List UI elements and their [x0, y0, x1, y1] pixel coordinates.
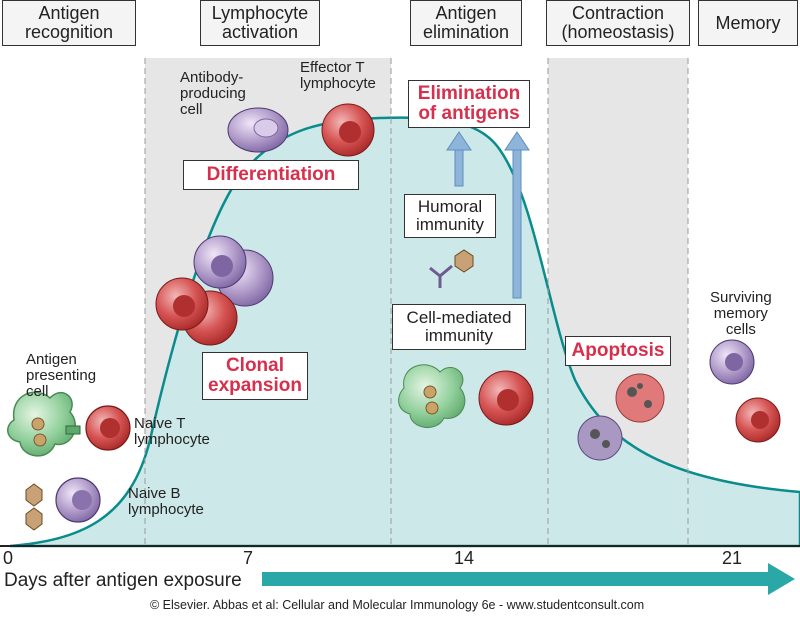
x-tick-21: 21	[722, 548, 743, 568]
label-elimination-of-antigens: Elimination of antigens	[408, 80, 530, 128]
label-antigen-presenting-cell: Antigen presenting cell	[26, 351, 97, 400]
phase-dividers	[144, 58, 689, 546]
memory-cells	[709, 339, 781, 443]
label-naive-t: Naive T lymphocyte	[134, 415, 210, 448]
naive-b-cell-icon	[25, 477, 101, 531]
x-tick-14: 14	[454, 548, 475, 568]
label-apoptosis: Apoptosis	[565, 336, 671, 366]
phase-antigen-recognition: Antigen recognition	[2, 0, 136, 46]
elimination-arrows	[446, 131, 530, 299]
time-arrow	[262, 563, 795, 595]
clonal-expansion-cells	[155, 235, 274, 346]
naive-t-cell-icon	[85, 405, 131, 451]
copyright-notice: © Elsevier. Abbas et al: Cellular and Mo…	[150, 598, 645, 612]
phase-lymphocyte-activation: Lymphocyte activation	[200, 0, 320, 46]
label-antibody-producing-cell: Antibody- producing cell	[180, 69, 246, 118]
label-surviving-memory: Surviving memory cells	[710, 289, 772, 338]
label-effector-t: Effector T lymphocyte	[300, 59, 376, 92]
phase-antigen-elimination: Antigen elimination	[410, 0, 522, 46]
phase-memory: Memory	[698, 0, 798, 46]
x-tick-0: 0	[3, 548, 14, 568]
label-cell-mediated-immunity: Cell-mediated immunity	[392, 304, 526, 350]
x-axis-title: Days after antigen exposure	[4, 570, 242, 591]
label-clonal-expansion: Clonal expansion	[202, 352, 308, 400]
label-differentiation: Differentiation	[183, 160, 359, 190]
effector-t-cell-icon	[321, 103, 375, 157]
cell-mediated-t-cell-icon	[478, 370, 534, 426]
antigen-presenting-cell-icon	[7, 391, 81, 457]
antigen-antibody-icon	[429, 249, 474, 288]
label-humoral-immunity: Humoral immunity	[404, 194, 496, 238]
antibody-producing-cell-icon	[227, 107, 289, 153]
apoptotic-cells	[577, 373, 665, 461]
phase-contraction: Contraction (homeostasis)	[546, 0, 690, 46]
x-tick-7: 7	[243, 548, 254, 568]
label-naive-b: Naive B lymphocyte	[128, 485, 204, 518]
cell-mediated-apc-icon	[398, 364, 466, 428]
